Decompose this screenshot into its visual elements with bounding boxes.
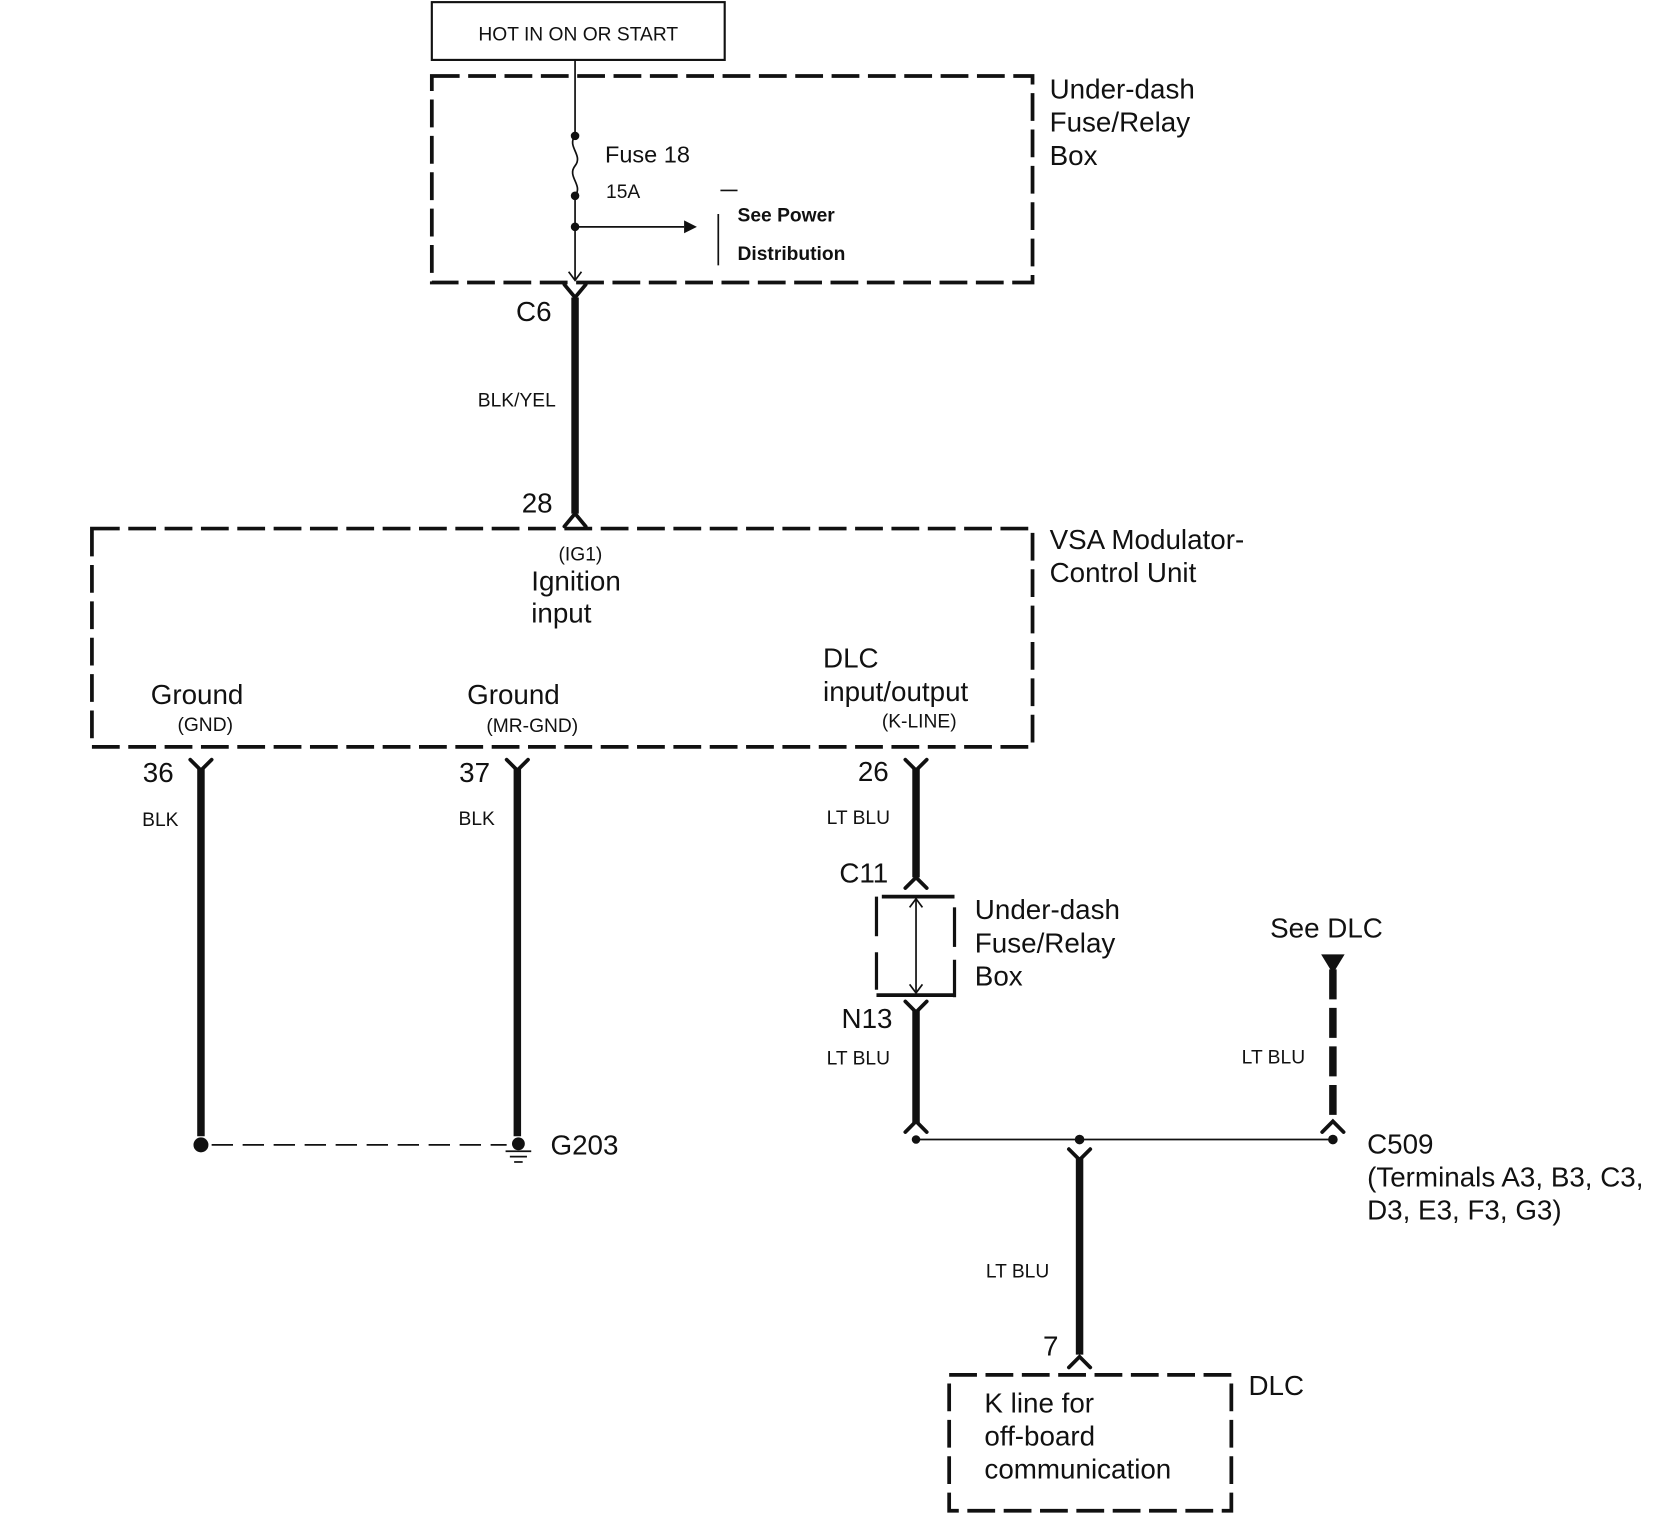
connector-pin-28-icon [562,510,588,529]
connector-pin-7-icon [1067,1354,1093,1370]
g203-label: G203 [550,1129,618,1160]
pin-36-label: 36 [143,757,174,788]
arrow-up-icon [908,897,924,908]
c509-terminals-line-1: (Terminals A3, B3, C3, [1367,1162,1643,1193]
c509-terminals-line-2: D3, E3, F3, G3) [1367,1195,1562,1226]
dlc-function-3: communication [984,1454,1171,1485]
connector-n13-label: N13 [842,1003,893,1034]
arrow-right-icon [684,220,697,234]
fuse-box-top-label-3: Box [1050,140,1098,171]
vsa-label-1: VSA Modulator- [1050,524,1245,555]
k-line-wire-upper: 26 LT BLU C11 [827,756,929,890]
junction-dot [1328,1134,1338,1145]
ground-gnd-label: Ground [151,679,244,710]
k-line-code: (K-LINE) [882,712,957,733]
ground-mr-gnd-code: (MR-GND) [486,716,578,737]
dlc-box: DLC K line for off-board communication [947,1370,1304,1513]
fuse-box-mid-label-1: Under-dash [975,894,1120,925]
wire-color-blk-yel: BLK/YEL [478,391,556,412]
see-power-distribution-link-1[interactable]: See Power [738,205,836,226]
ground-mr-gnd-label: Ground [467,679,560,710]
ignition-label-2: input [531,598,592,629]
junction-dot [1074,1134,1085,1145]
arrow-down-triangle-icon [1321,954,1345,974]
wire-color-blk-36: BLK [142,810,179,831]
see-dlc-wire: See DLC LT BLU [1242,912,1383,1134]
fuse-relay-box-mid: Under-dash Fuse/Relay Box [874,894,1120,998]
pin-37-label: 37 [459,757,490,788]
arrow-down-icon [908,983,924,995]
fuse-box-mid-label-3: Box [975,960,1023,991]
ground-gnd-code: (GND) [177,715,233,736]
pin-7-label: 7 [1043,1331,1058,1362]
dlc-function-2: off-board [984,1421,1095,1452]
fuse-box-top-label-2: Fuse/Relay [1050,107,1191,138]
dlc-wire: LT BLU 7 [986,1147,1093,1370]
wire-color-lt-blu-dlc: LT BLU [986,1262,1049,1283]
ground-wire-37: 37 BLK [459,757,530,1137]
ground-splice-dot [193,1137,209,1153]
power-source-label: HOT IN ON OR START [478,25,678,46]
wire-color-lt-blu-n13: LT BLU [827,1049,890,1070]
connector-c6-icon [562,282,588,301]
fuse-relay-box-top: Under-dash Fuse/Relay Box Fuse 18 15A Se… [429,59,1195,285]
pin-28-label: 28 [522,488,553,519]
junction-dot [911,1135,921,1144]
see-power-distribution-link-2[interactable]: Distribution [738,244,846,265]
connector-c509-icon [1320,1118,1346,1134]
wire-color-blk-37: BLK [459,809,496,830]
power-source-box: HOT IN ON OR START [430,1,726,61]
connector-c509-label: C509 [1367,1128,1433,1159]
vsa-label-2: Control Unit [1050,557,1197,588]
wire-color-lt-blu-see-dlc: LT BLU [1242,1048,1305,1069]
connector-c6-label: C6 [516,296,552,327]
dlc-label: DLC [1248,1370,1304,1401]
fuse-icon [571,135,579,197]
connector-c11-label: C11 [839,858,888,889]
fuse-box-mid-label-2: Fuse/Relay [975,927,1116,958]
ig1-code: (IG1) [558,545,602,566]
ground-g203: G203 [211,1129,618,1163]
dlc-io-label-2: input/output [823,676,968,707]
k-line-wire-lower: N13 LT BLU [827,999,929,1134]
fuse-name: Fuse 18 [605,142,690,168]
ground-point-dot [511,1137,525,1151]
junction-c509: C509 (Terminals A3, B3, C3, D3, E3, F3, … [911,1128,1643,1226]
dlc-io-label-1: DLC [823,643,879,674]
wire-color-lt-blu-26: LT BLU [827,808,890,829]
vsa-control-unit: VSA Modulator- Control Unit (IG1) Igniti… [90,524,1245,749]
ignition-wire: C6 BLK/YEL 28 [478,282,588,529]
ground-wire-36: 36 BLK [142,757,214,1153]
see-dlc-link[interactable]: See DLC [1270,912,1383,943]
dlc-function-1: K line for [984,1387,1094,1418]
connector-c11-icon [903,874,929,890]
connector-c509-icon [903,1118,929,1134]
pin-26-label: 26 [858,756,889,787]
fuse-rating: 15A [606,182,640,203]
ignition-label-1: Ignition [531,566,621,597]
arrow-down-icon [567,271,583,282]
fuse-box-top-label-1: Under-dash [1050,73,1195,104]
